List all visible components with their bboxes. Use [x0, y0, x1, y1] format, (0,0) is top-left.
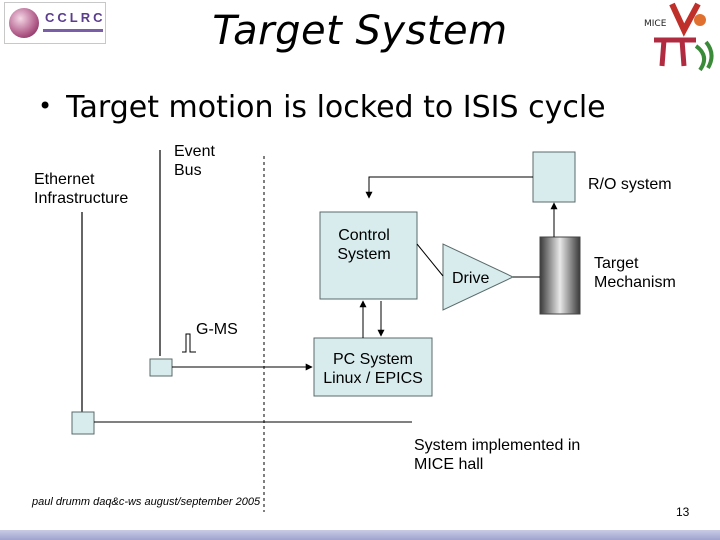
- gms-node-box: [149, 358, 173, 377]
- control-system-label-line1: Control: [338, 227, 390, 244]
- mice-logo: MICE: [644, 2, 714, 72]
- page-number: 13: [676, 505, 690, 519]
- slide-title: Target System: [212, 8, 508, 54]
- ethernet-node-box: [71, 411, 95, 435]
- ro-to-control-arrow: [365, 176, 533, 199]
- pc-system-label-line1: PC System: [332, 351, 413, 368]
- control-system-label: Control System: [330, 226, 398, 264]
- cclrc-logo: CCLRC: [4, 2, 106, 44]
- footer-text: paul drumm daq&c-ws august/september 200…: [32, 496, 261, 508]
- event-bus-label-line2: Bus: [174, 162, 202, 179]
- ro-system-label: R/O system: [588, 176, 672, 193]
- target-mechanism-label: Target Mechanism: [594, 254, 676, 292]
- pc-system-box: [313, 337, 433, 397]
- target-mechanism-label-line2: Mechanism: [594, 274, 676, 291]
- ro-system-box: [532, 151, 576, 203]
- bullet-text: Target motion is locked to ISIS cycle: [66, 90, 606, 125]
- pc-system-label: PC System Linux / EPICS: [314, 350, 432, 388]
- ethernet-label-line2: Infrastructure: [34, 190, 129, 207]
- gms-signal: [182, 333, 196, 353]
- control-system-label-line2: System: [337, 246, 391, 263]
- bullet-dot: •: [38, 92, 53, 120]
- ethernet-label-line1: Ethernet: [34, 171, 95, 188]
- event-bus-label: Event Bus: [174, 142, 215, 180]
- control-system-box: [319, 211, 418, 300]
- control-to-drive-line: [416, 243, 444, 277]
- drive-label: Drive: [452, 270, 490, 287]
- implementation-note: System implemented in MICE hall: [414, 436, 580, 474]
- bullet-point: • Target motion is locked to ISIS cycle: [38, 90, 606, 125]
- implementation-note-line2: MICE hall: [414, 456, 484, 473]
- drive-triangle: [442, 243, 515, 311]
- target-mechanism-label-line1: Target: [594, 255, 639, 272]
- bottom-bar: [0, 530, 720, 540]
- ethernet-infrastructure-label: Ethernet Infrastructure: [34, 170, 128, 208]
- event-bus-label-line1: Event: [174, 143, 215, 160]
- cclrc-logo-mark: [9, 8, 39, 38]
- svg-text:MICE: MICE: [644, 19, 667, 29]
- target-mechanism-cylinder: [539, 236, 581, 315]
- implementation-note-line1: System implemented in: [414, 437, 581, 454]
- pc-system-label-line2: Linux / EPICS: [323, 370, 423, 387]
- gms-label: G-MS: [196, 321, 238, 338]
- cclrc-logo-text: CCLRC: [45, 10, 106, 25]
- cclrc-logo-subline: [43, 29, 103, 32]
